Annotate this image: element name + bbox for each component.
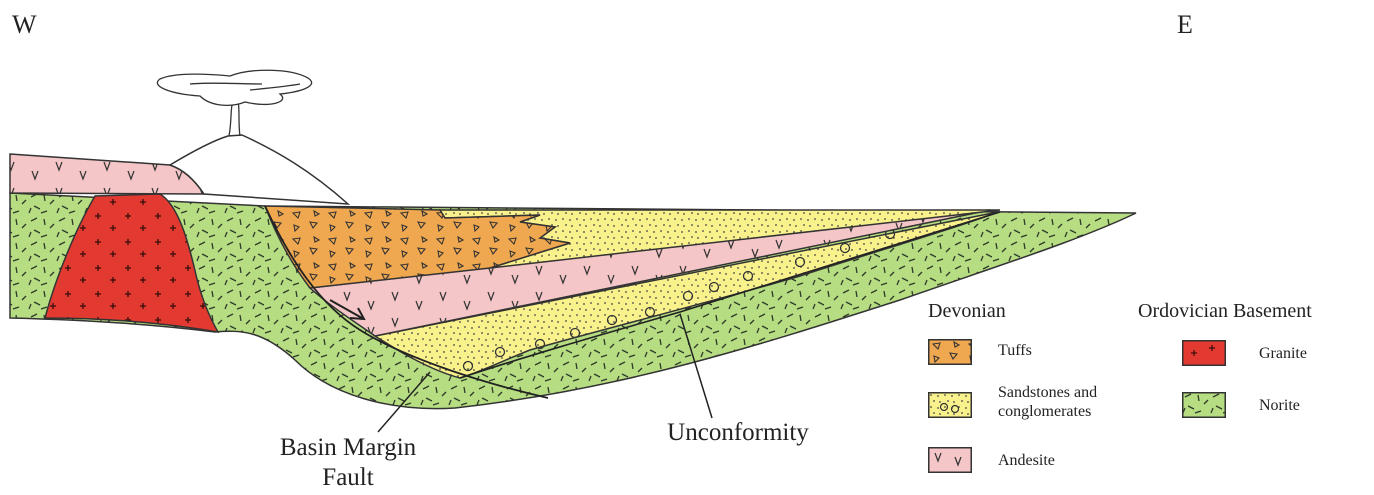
- legend-label-granite: Granite: [1259, 344, 1307, 363]
- andesite-cap: [10, 154, 204, 194]
- legend-label-sandstone-line2: conglomerates: [998, 402, 1097, 421]
- legend-label-tuffs: Tuffs: [998, 341, 1032, 360]
- unconformity-callout: Unconformity: [648, 418, 828, 448]
- legend-label-andesite: Andesite: [998, 451, 1055, 470]
- fault-callout-line2: Fault: [258, 463, 438, 493]
- legend-label-sandstone-line1: Sandstones and: [998, 383, 1097, 402]
- west-label: W: [12, 10, 37, 40]
- legend-heading-devonian: Devonian: [928, 300, 1006, 323]
- legend-swatch-norite: [1182, 392, 1226, 418]
- legend-label-norite: Norite: [1259, 396, 1300, 415]
- fault-callout: Basin Margin Fault: [258, 433, 438, 493]
- legend-swatch-tuffs: [928, 339, 972, 365]
- legend-swatch-granite: [1182, 340, 1226, 366]
- fault-callout-line1: Basin Margin: [258, 433, 438, 463]
- legend-heading-ordovician: Ordovician Basement: [1138, 300, 1312, 323]
- eruption-cloud: [157, 70, 311, 105]
- legend-label-sandstone: Sandstones and conglomerates: [998, 383, 1097, 421]
- legend-swatch-andesite: [928, 447, 972, 473]
- east-label: E: [1177, 10, 1193, 40]
- legend-swatch-sandstone: [928, 392, 972, 418]
